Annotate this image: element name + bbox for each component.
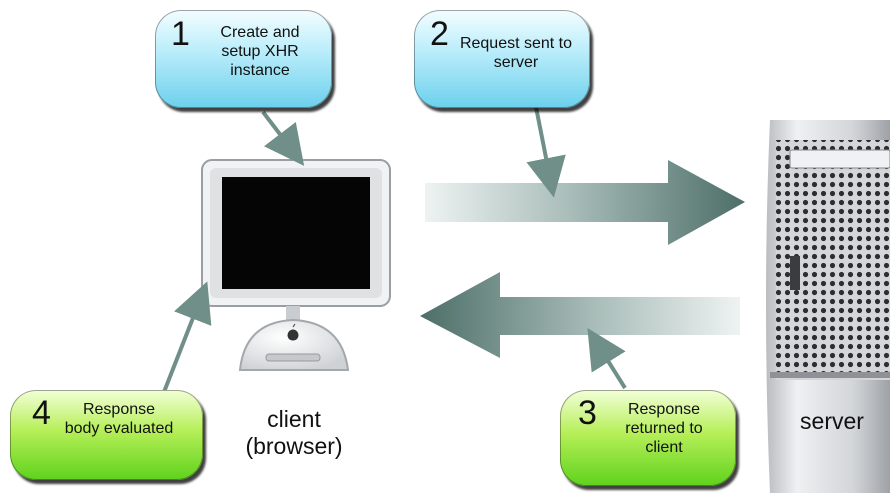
client-computer-icon <box>201 159 391 371</box>
step1-pointer <box>261 110 305 166</box>
apple-logo-icon <box>287 323 299 341</box>
step-2-pill: 2 Request sent to server <box>414 10 590 108</box>
client-label: client (browser) <box>245 406 343 459</box>
step-1-number: 1 <box>171 15 190 53</box>
step-4-text: Response body evaluated <box>64 401 174 437</box>
step-2-text: Request sent to server <box>459 35 573 71</box>
request-flow-arrow <box>425 160 745 245</box>
step2-pointer <box>526 106 566 198</box>
step-1-pill: 1 Create and setup XHR instance <box>155 10 332 108</box>
step-4-number: 4 <box>32 394 51 432</box>
step-4-pill: 4 Response body evaluated <box>10 390 203 480</box>
step3-pointer <box>587 328 627 390</box>
server-tower-icon <box>766 120 890 493</box>
server-label: server <box>800 408 864 434</box>
step-1-text: Create and setup XHR instance <box>220 24 300 79</box>
step-3-text: Response returned to client <box>625 401 703 456</box>
response-flow-arrow <box>420 272 740 358</box>
step-3-number: 3 <box>578 394 597 432</box>
step-2-number: 2 <box>430 15 449 53</box>
step4-pointer <box>162 281 212 393</box>
step-3-pill: 3 Response returned to client <box>560 390 736 486</box>
